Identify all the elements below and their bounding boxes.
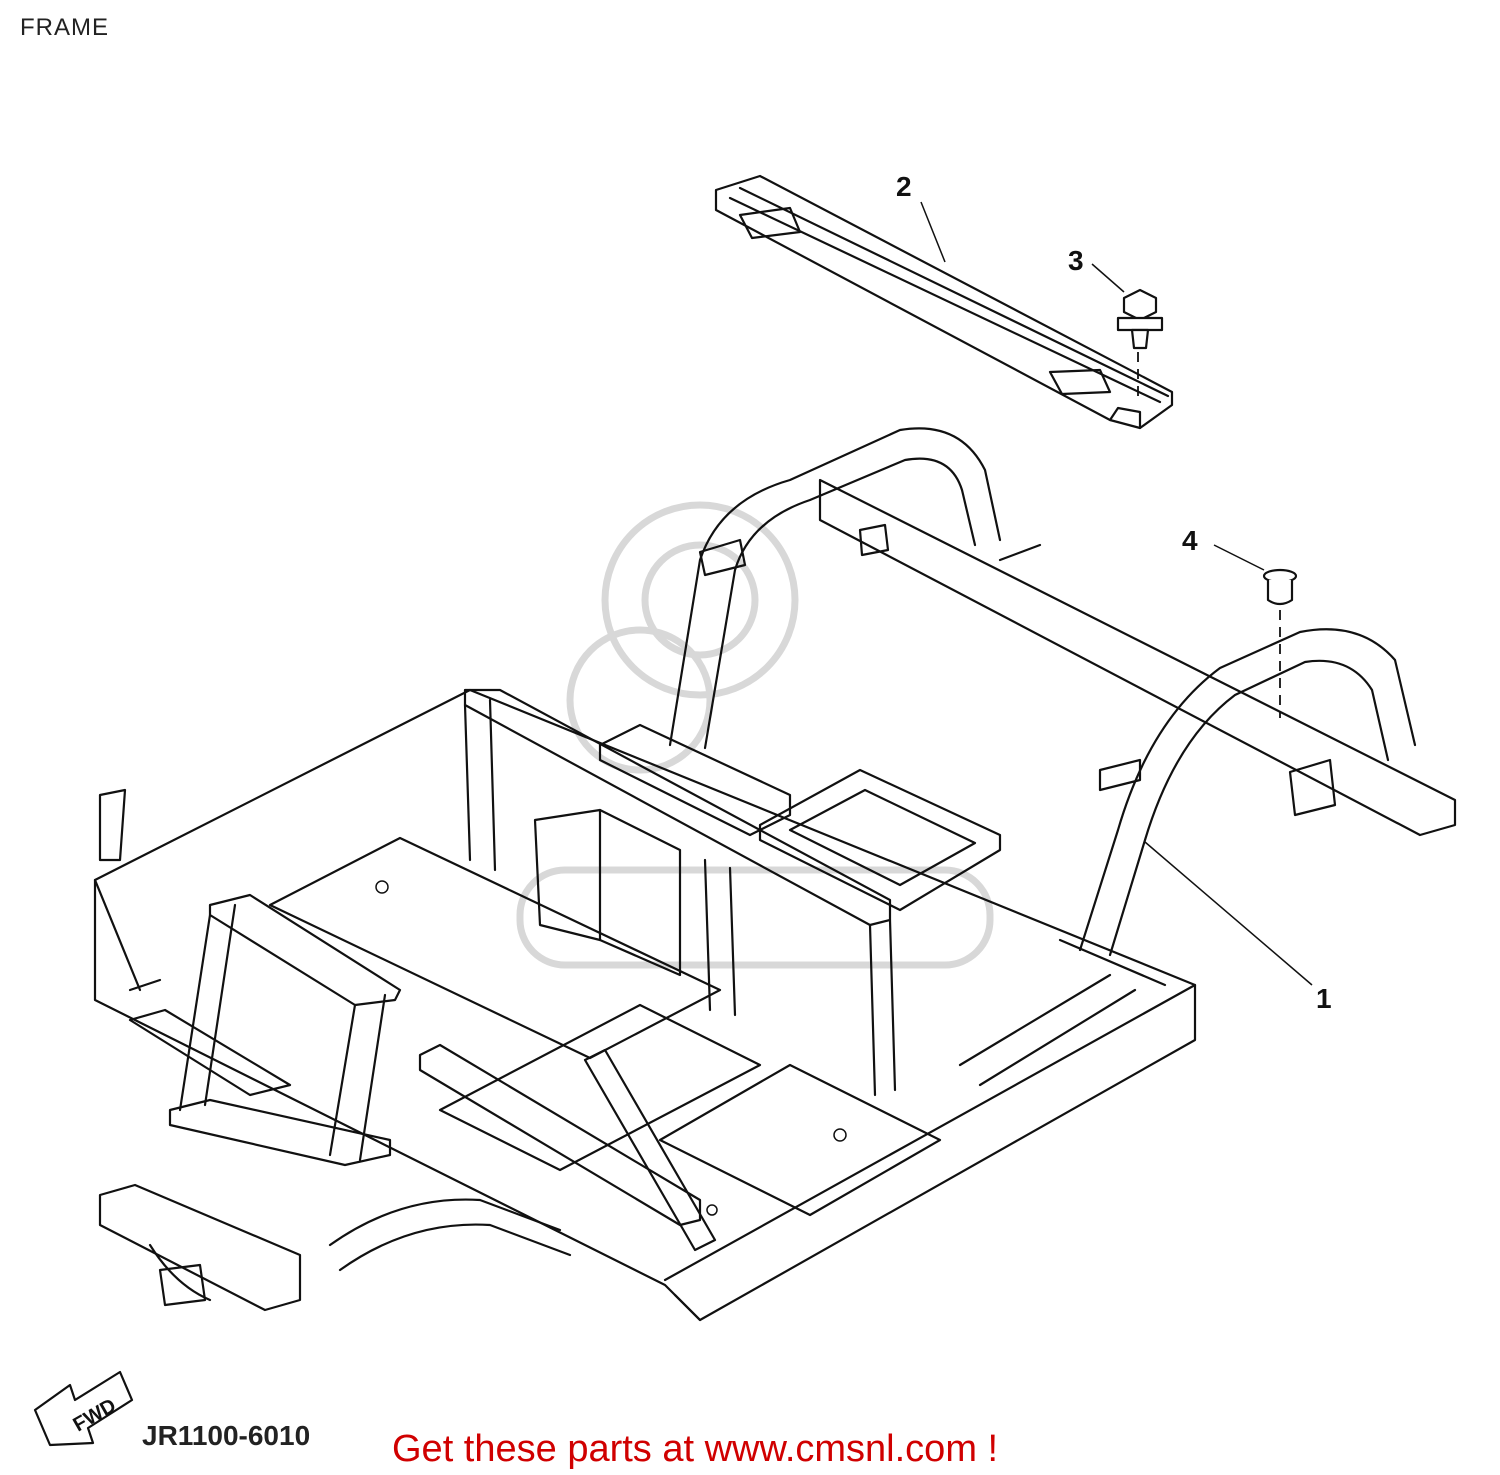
watermark-logo xyxy=(516,501,994,969)
leader-line-3 xyxy=(1091,263,1125,293)
forward-arrow-icon: FWD xyxy=(33,1370,134,1447)
promo-link[interactable]: Get these parts at www.cmsnl.com ! xyxy=(392,1428,999,1470)
part-4-collar xyxy=(1262,568,1298,606)
callout-2: 2 xyxy=(896,171,912,202)
callout-1: 1 xyxy=(1316,983,1332,1014)
part-1-main-frame xyxy=(93,427,1457,1322)
part-2-seat-rail xyxy=(714,174,1174,430)
leader-line-1 xyxy=(1144,841,1313,986)
callout-4: 4 xyxy=(1182,525,1198,556)
callout-3: 3 xyxy=(1068,245,1084,276)
part-3-bolt xyxy=(1116,288,1164,350)
drawing-code: JR1100-6010 xyxy=(142,1420,310,1451)
leader-line-2 xyxy=(920,201,946,263)
leader-line-4 xyxy=(1213,544,1265,571)
page-title: FRAME xyxy=(20,14,109,41)
